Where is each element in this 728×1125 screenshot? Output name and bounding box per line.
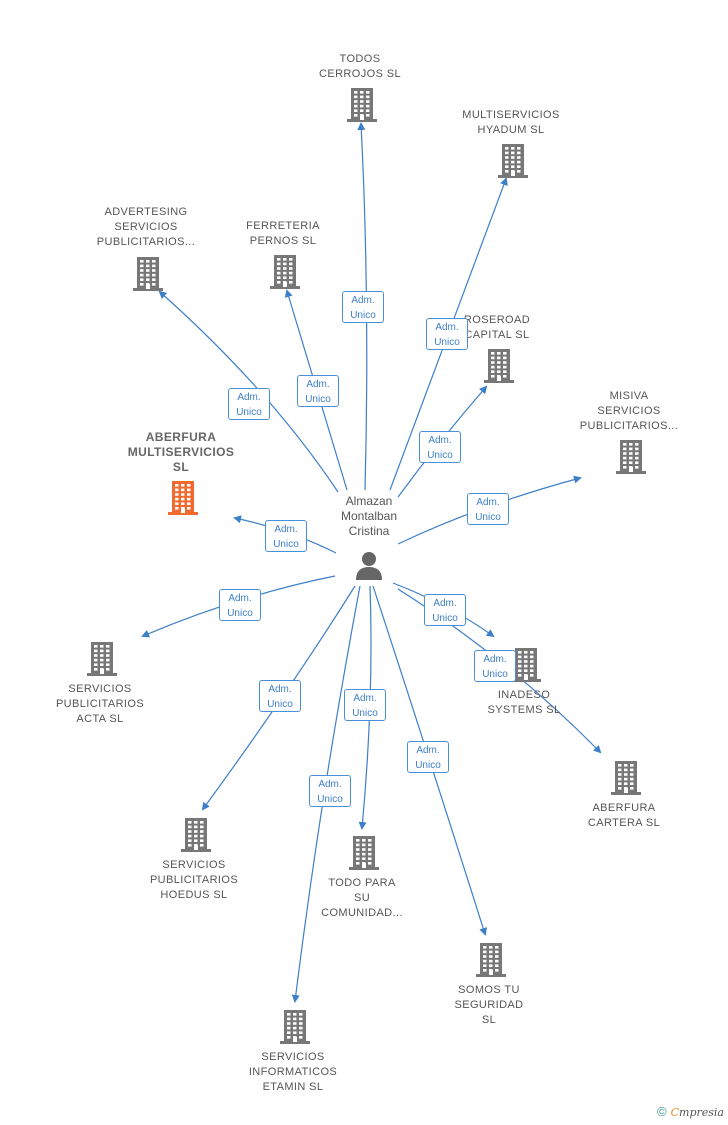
relation-badge-somos[interactable]: Adm. Unico xyxy=(407,741,449,773)
footer-brand: ©Cmpresia xyxy=(657,1104,724,1119)
company-name-aberfura_multi[interactable]: ABERFURA MULTISERVICIOS SL xyxy=(127,430,235,474)
company-name-hoedus[interactable]: SERVICIOS PUBLICITARIOS HOEDUS SL xyxy=(149,859,239,901)
person-name[interactable]: Almazan Montalban Cristina xyxy=(340,494,398,538)
relation-badge-aberfura_multi[interactable]: Adm. Unico xyxy=(265,520,307,552)
building-icon[interactable] xyxy=(132,255,164,291)
building-icon[interactable] xyxy=(86,640,118,676)
building-icon[interactable] xyxy=(269,253,301,289)
company-name-misiva[interactable]: MISIVA SERVICIOS PUBLICITARIOS... xyxy=(579,390,679,432)
building-icon[interactable] xyxy=(348,834,380,870)
company-name-hyadum[interactable]: MULTISERVICIOS HYADUM SL xyxy=(462,109,560,136)
company-name-somos[interactable]: SOMOS TU SEGURIDAD SL xyxy=(454,984,524,1026)
relation-badge-hoedus[interactable]: Adm. Unico xyxy=(259,680,301,712)
building-icon[interactable] xyxy=(180,816,212,852)
building-icon[interactable] xyxy=(167,479,199,515)
relation-badge-inadeso[interactable]: Adm. Unico xyxy=(424,594,466,626)
relation-badge-etamin[interactable]: Adm. Unico xyxy=(309,775,351,807)
relation-badge-comunidad[interactable]: Adm. Unico xyxy=(344,689,386,721)
company-name-advertesing[interactable]: ADVERTESING SERVICIOS PUBLICITARIOS... xyxy=(96,206,196,248)
relation-badge-hyadum[interactable]: Adm. Unico xyxy=(426,318,468,350)
relation-badge-misiva[interactable]: Adm. Unico xyxy=(467,493,509,525)
relation-badge-acta[interactable]: Adm. Unico xyxy=(219,589,261,621)
company-name-aberfura_cartera[interactable]: ABERFURA CARTERA SL xyxy=(587,802,661,829)
building-icon[interactable] xyxy=(475,941,507,977)
person-icon[interactable] xyxy=(354,550,384,580)
building-icon[interactable] xyxy=(483,347,515,383)
brand-logo: Cmpresia xyxy=(670,1106,724,1119)
company-name-acta[interactable]: SERVICIOS PUBLICITARIOS ACTA SL xyxy=(55,683,145,725)
company-name-roseroad[interactable]: ROSEROAD CAPITAL SL xyxy=(463,314,531,341)
building-icon[interactable] xyxy=(346,86,378,122)
relation-badge-todos[interactable]: Adm. Unico xyxy=(342,291,384,323)
company-name-comunidad[interactable]: TODO PARA SU COMUNIDAD... xyxy=(321,877,403,919)
relation-badge-roseroad[interactable]: Adm. Unico xyxy=(419,431,461,463)
copyright-icon: © xyxy=(657,1104,667,1119)
building-icon[interactable] xyxy=(497,142,529,178)
company-name-ferreteria[interactable]: FERRETERIA PERNOS SL xyxy=(246,220,320,247)
building-icon[interactable] xyxy=(279,1008,311,1044)
relation-badge-ferreteria[interactable]: Adm. Unico xyxy=(297,375,339,407)
company-name-etamin[interactable]: SERVICIOS INFORMATICOS ETAMIN SL xyxy=(248,1051,338,1093)
building-icon[interactable] xyxy=(615,438,647,474)
relation-badge-advertesing[interactable]: Adm. Unico xyxy=(228,388,270,420)
building-icon[interactable] xyxy=(610,759,642,795)
company-name-inadeso[interactable]: INADESO SYSTEMS SL xyxy=(487,689,561,716)
building-icon[interactable] xyxy=(510,646,542,682)
company-name-todos[interactable]: TODOS CERROJOS SL xyxy=(318,53,402,80)
relation-badge-aberfura_cartera[interactable]: Adm. Unico xyxy=(474,650,516,682)
